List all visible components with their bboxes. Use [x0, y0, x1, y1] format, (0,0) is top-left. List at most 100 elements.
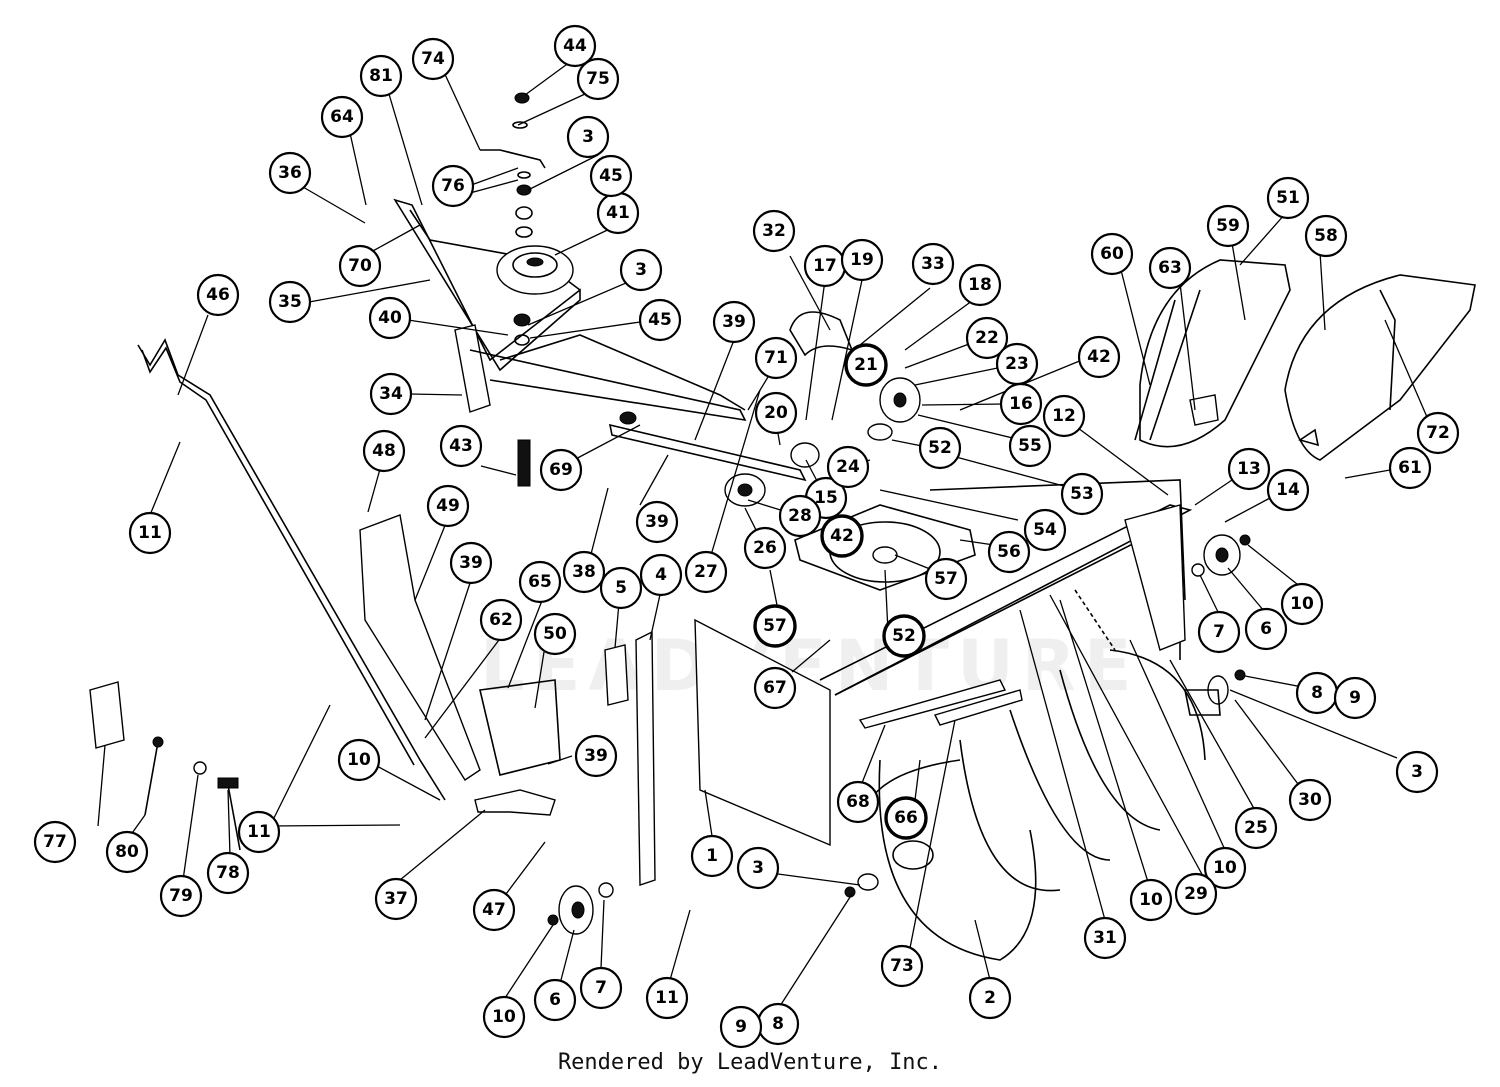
svg-text:10: 10 [492, 1007, 516, 1027]
svg-text:79: 79 [169, 886, 193, 906]
callout-4: 4 [639, 553, 683, 597]
svg-text:29: 29 [1184, 884, 1208, 904]
svg-text:40: 40 [378, 308, 402, 328]
parts-layer [89, 92, 1476, 961]
belt-part [789, 311, 854, 357]
callout-73: 73 [880, 944, 924, 988]
svg-text:17: 17 [813, 256, 837, 276]
svg-text:60: 60 [1100, 244, 1124, 264]
callout-3: 3 [566, 115, 610, 159]
svg-text:42: 42 [1087, 347, 1111, 367]
svg-text:69: 69 [549, 460, 573, 480]
callout-6: 6 [1244, 607, 1288, 651]
svg-text:25: 25 [1244, 818, 1268, 838]
callout-42: 42 [820, 514, 864, 558]
callout-28: 28 [778, 494, 822, 538]
callout-11: 11 [128, 511, 172, 555]
callout-67: 67 [753, 666, 797, 710]
callout-63: 63 [1148, 246, 1192, 290]
svg-text:50: 50 [543, 624, 567, 644]
svg-text:43: 43 [449, 436, 473, 456]
svg-text:81: 81 [369, 66, 393, 86]
callout-79: 79 [159, 874, 203, 918]
skid-shoe-part [635, 630, 656, 886]
svg-text:56: 56 [997, 542, 1021, 562]
callout-39: 39 [449, 541, 493, 585]
svg-text:74: 74 [421, 49, 445, 69]
callout-34: 34 [369, 372, 413, 416]
callout-23: 23 [995, 342, 1039, 386]
svg-text:26: 26 [753, 538, 777, 558]
callout-9: 9 [719, 1005, 763, 1049]
svg-text:65: 65 [528, 572, 552, 592]
svg-text:9: 9 [1349, 688, 1361, 708]
callout-3: 3 [1395, 750, 1439, 794]
callout-13: 13 [1227, 447, 1271, 491]
svg-text:3: 3 [582, 127, 594, 147]
callout-39: 39 [712, 300, 756, 344]
svg-text:22: 22 [975, 328, 999, 348]
svg-text:23: 23 [1005, 354, 1029, 374]
svg-text:5: 5 [615, 578, 627, 598]
svg-text:6: 6 [1260, 619, 1272, 639]
svg-text:53: 53 [1070, 484, 1094, 504]
svg-text:51: 51 [1276, 188, 1300, 208]
callout-18: 18 [958, 263, 1002, 307]
callout-66: 66 [884, 796, 928, 840]
callout-26: 26 [743, 526, 787, 570]
callout-60: 60 [1090, 232, 1134, 276]
callout-30: 30 [1288, 778, 1332, 822]
callout-7: 7 [1197, 610, 1241, 654]
callout-53: 53 [1060, 472, 1104, 516]
svg-text:63: 63 [1158, 258, 1182, 278]
callout-72: 72 [1416, 411, 1460, 455]
svg-text:71: 71 [764, 348, 788, 368]
callout-12: 12 [1042, 394, 1086, 438]
handle-bracket-part [359, 514, 481, 781]
svg-text:13: 13 [1237, 459, 1261, 479]
callout-57: 57 [753, 604, 797, 648]
svg-text:48: 48 [372, 441, 396, 461]
svg-text:45: 45 [648, 310, 672, 330]
svg-text:35: 35 [278, 292, 302, 312]
callout-59: 59 [1206, 204, 1250, 248]
svg-text:80: 80 [115, 842, 139, 862]
svg-text:30: 30 [1298, 790, 1322, 810]
svg-text:52: 52 [928, 438, 952, 458]
chute-part [1139, 259, 1291, 448]
callout-49: 49 [426, 484, 470, 528]
callout-41: 41 [596, 191, 640, 235]
svg-text:39: 39 [584, 746, 608, 766]
callout-10: 10 [482, 995, 526, 1039]
callout-32: 32 [752, 209, 796, 253]
lift-rod-part [137, 338, 446, 801]
callout-81: 81 [359, 54, 403, 98]
callout-9: 9 [1333, 676, 1377, 720]
svg-text:24: 24 [836, 457, 860, 477]
callout-10: 10 [1129, 878, 1173, 922]
svg-text:12: 12 [1052, 406, 1076, 426]
svg-text:57: 57 [934, 569, 958, 589]
svg-text:3: 3 [635, 260, 647, 280]
svg-text:11: 11 [655, 988, 679, 1008]
callout-43: 43 [439, 424, 483, 468]
callout-38: 38 [562, 550, 606, 594]
svg-text:1: 1 [706, 846, 718, 866]
svg-text:32: 32 [762, 221, 786, 241]
callout-76: 76 [431, 164, 475, 208]
svg-text:78: 78 [216, 863, 240, 883]
svg-text:21: 21 [854, 355, 878, 375]
svg-text:64: 64 [330, 107, 354, 127]
svg-text:57: 57 [763, 616, 787, 636]
callout-74: 74 [411, 37, 455, 81]
svg-text:34: 34 [379, 384, 403, 404]
chute-deflector-part [1284, 274, 1476, 461]
callout-37: 37 [374, 877, 418, 921]
callout-6: 6 [533, 978, 577, 1022]
svg-text:10: 10 [347, 750, 371, 770]
svg-text:10: 10 [1213, 858, 1237, 878]
callout-21: 21 [844, 343, 888, 387]
callout-44: 44 [553, 24, 597, 68]
callout-7: 7 [579, 966, 623, 1010]
